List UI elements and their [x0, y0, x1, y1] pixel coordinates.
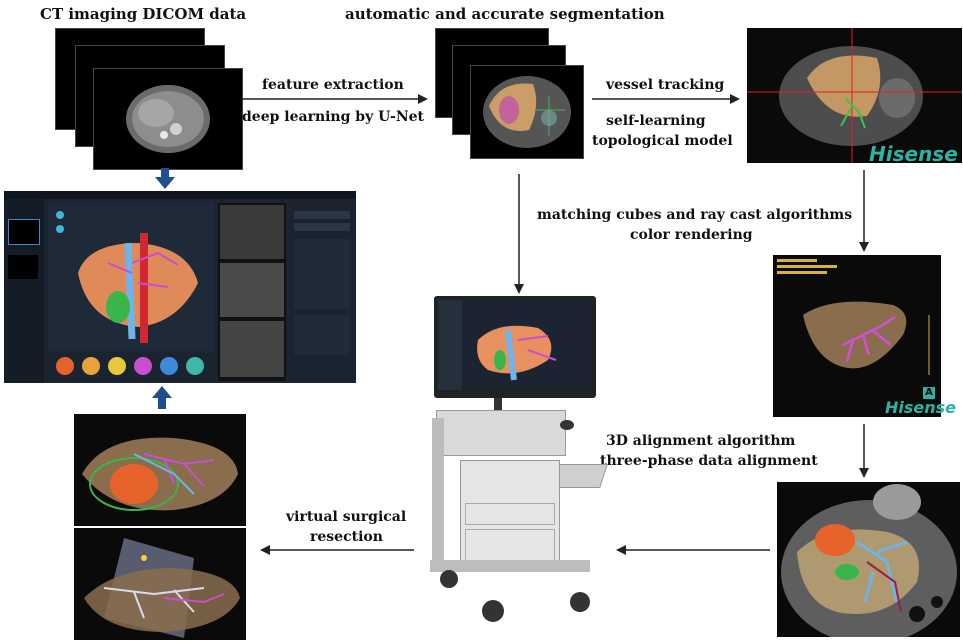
ui-panel-row-1[interactable] [294, 211, 350, 219]
ui-tool-4[interactable] [134, 357, 152, 375]
cart-base [430, 560, 590, 572]
cart-pole [432, 418, 444, 568]
arrow-alignment-to-workstation [614, 543, 774, 557]
label-virtual-surgical: virtual surgical [286, 508, 406, 526]
hisense-logo-mid: Hisense [885, 398, 956, 417]
label-three-phase: three-phase data alignment [600, 452, 818, 470]
ui-series-thumb-2[interactable] [8, 255, 38, 279]
workstation-screen [438, 300, 592, 390]
ui-slice-views [218, 203, 286, 381]
ui-slice-coronal [220, 263, 284, 317]
arrow-seg-to-vessel [590, 92, 742, 106]
vessel-tracking-image: Hisense [747, 28, 962, 163]
ui-slice-axial [220, 205, 284, 259]
seg-slice-front [470, 65, 584, 159]
ct-slice-front [93, 68, 243, 170]
ui-panel-row-2[interactable] [294, 223, 350, 231]
wheel-1 [440, 570, 458, 588]
arrow-render-to-alignment [857, 422, 871, 480]
ui-tool-2[interactable] [82, 357, 100, 375]
hisense-badge: A [923, 387, 935, 399]
ui-series-thumb-1[interactable] [8, 219, 40, 245]
workstation-screen-image [438, 300, 592, 390]
label-color-rendering: color rendering [630, 226, 753, 244]
label-ct-data: CT imaging DICOM data [40, 5, 246, 23]
ui-tool-3[interactable] [108, 357, 126, 375]
ui-titlebar [4, 191, 356, 199]
wheel-3 [570, 592, 590, 612]
liver-3d-render-image [773, 255, 941, 417]
ui-slice-sagittal [220, 321, 284, 377]
ct-slice-image [94, 69, 242, 169]
label-deep-learning: deep learning by U-Net [242, 108, 424, 126]
mouse [560, 420, 574, 430]
alignment-image [777, 482, 960, 637]
label-topological-model: topological model [592, 132, 733, 150]
label-matching-cubes: matching cubes and ray cast algorithms [537, 206, 852, 224]
arrow-seg-to-workstation [512, 172, 526, 296]
arrow-vessel-to-render [857, 168, 871, 254]
ui-series-panel [4, 199, 44, 383]
blue-arrow-up [152, 386, 172, 410]
label-segmentation: automatic and accurate segmentation [345, 5, 665, 23]
wheel-2 [482, 600, 504, 622]
blue-arrow-down [155, 168, 175, 190]
ui-3d-liver-model [48, 203, 214, 351]
ui-panel-tools[interactable] [294, 239, 350, 309]
ui-right-panel [290, 203, 354, 381]
hisense-logo-top: Hisense [869, 142, 958, 166]
label-self-learning: self-learning [606, 112, 706, 130]
ui-panel-options[interactable] [294, 315, 350, 355]
ui-tool-strip [48, 353, 214, 381]
alignment-scan [777, 482, 960, 637]
workstation-cabinet [460, 460, 560, 572]
workstation-monitor [434, 296, 596, 398]
ui-tool-5[interactable] [160, 357, 178, 375]
resection-image-top [74, 414, 246, 526]
resection-cut-plane [74, 528, 246, 640]
ui-3d-viewport [48, 203, 214, 351]
drawer-1 [465, 503, 555, 525]
liver-3d-render: Hisense A [773, 255, 941, 417]
workstation-top [436, 410, 566, 456]
ui-tool-6[interactable] [186, 357, 204, 375]
ui-tool-1[interactable] [56, 357, 74, 375]
arrow-workstation-to-resection [258, 543, 420, 557]
resection-liver-tumor [74, 414, 246, 526]
seg-slice-image [471, 66, 583, 158]
software-ui-screenshot [4, 191, 356, 383]
resection-image-bottom [74, 528, 246, 640]
arrow-ct-to-seg [240, 92, 430, 106]
label-alignment-algorithm: 3D alignment algorithm [606, 432, 795, 450]
